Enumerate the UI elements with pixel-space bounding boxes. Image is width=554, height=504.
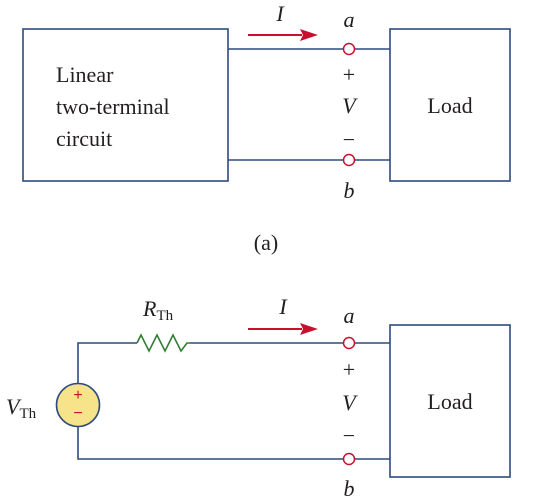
terminal-b-bottom: [342, 153, 356, 167]
circuit-label-line3: circuit: [56, 126, 112, 151]
current-label-b: I: [278, 294, 288, 319]
source-label: VTh: [6, 394, 37, 422]
plus-sign-b: +: [343, 357, 355, 382]
figure-b: RTh + − VTh Load I a b + V −: [6, 294, 511, 501]
voltage-source: [55, 382, 101, 428]
load-label-b: Load: [427, 389, 472, 414]
load-label-a: Load: [427, 93, 472, 118]
circuit-label-line2: two-terminal: [56, 94, 170, 119]
resistor-label-main: R: [142, 296, 157, 321]
bottom-wire-b: [77, 427, 343, 460]
terminal-a-top-b: [342, 336, 356, 350]
current-label-a: I: [275, 1, 285, 26]
terminal-label-b-b: b: [344, 476, 355, 501]
resistor-rth: [136, 333, 190, 353]
figure-a: Linear two-terminal circuit Load I a b +…: [22, 1, 511, 255]
terminal-label-b: b: [344, 178, 355, 203]
terminal-a-top: [342, 42, 356, 56]
circuit-label-line1: Linear: [56, 62, 114, 87]
left-top-wire-b: [77, 342, 137, 384]
load-box-a: [389, 28, 511, 182]
minus-sign-a: −: [343, 127, 355, 152]
current-arrowhead-a: [300, 29, 318, 41]
linear-circuit-box: [22, 28, 229, 182]
current-arrowhead-b: [300, 323, 318, 335]
source-label-main: V: [6, 394, 22, 419]
minus-sign-b: −: [343, 423, 355, 448]
terminal-label-a: a: [344, 7, 355, 32]
resistor-label: RTh: [142, 296, 174, 324]
source-label-sub: Th: [19, 406, 36, 422]
voltage-label-b: V: [342, 390, 358, 415]
resistor-label-sub: Th: [156, 308, 173, 324]
source-plus: +: [73, 387, 82, 404]
voltage-label-a: V: [342, 93, 358, 118]
caption-a: (a): [254, 230, 278, 255]
terminal-label-a-b: a: [344, 303, 355, 328]
load-box-b: [389, 324, 511, 478]
source-minus: −: [73, 405, 82, 422]
plus-sign-a: +: [343, 62, 355, 87]
terminal-b-bottom-b: [342, 452, 356, 466]
